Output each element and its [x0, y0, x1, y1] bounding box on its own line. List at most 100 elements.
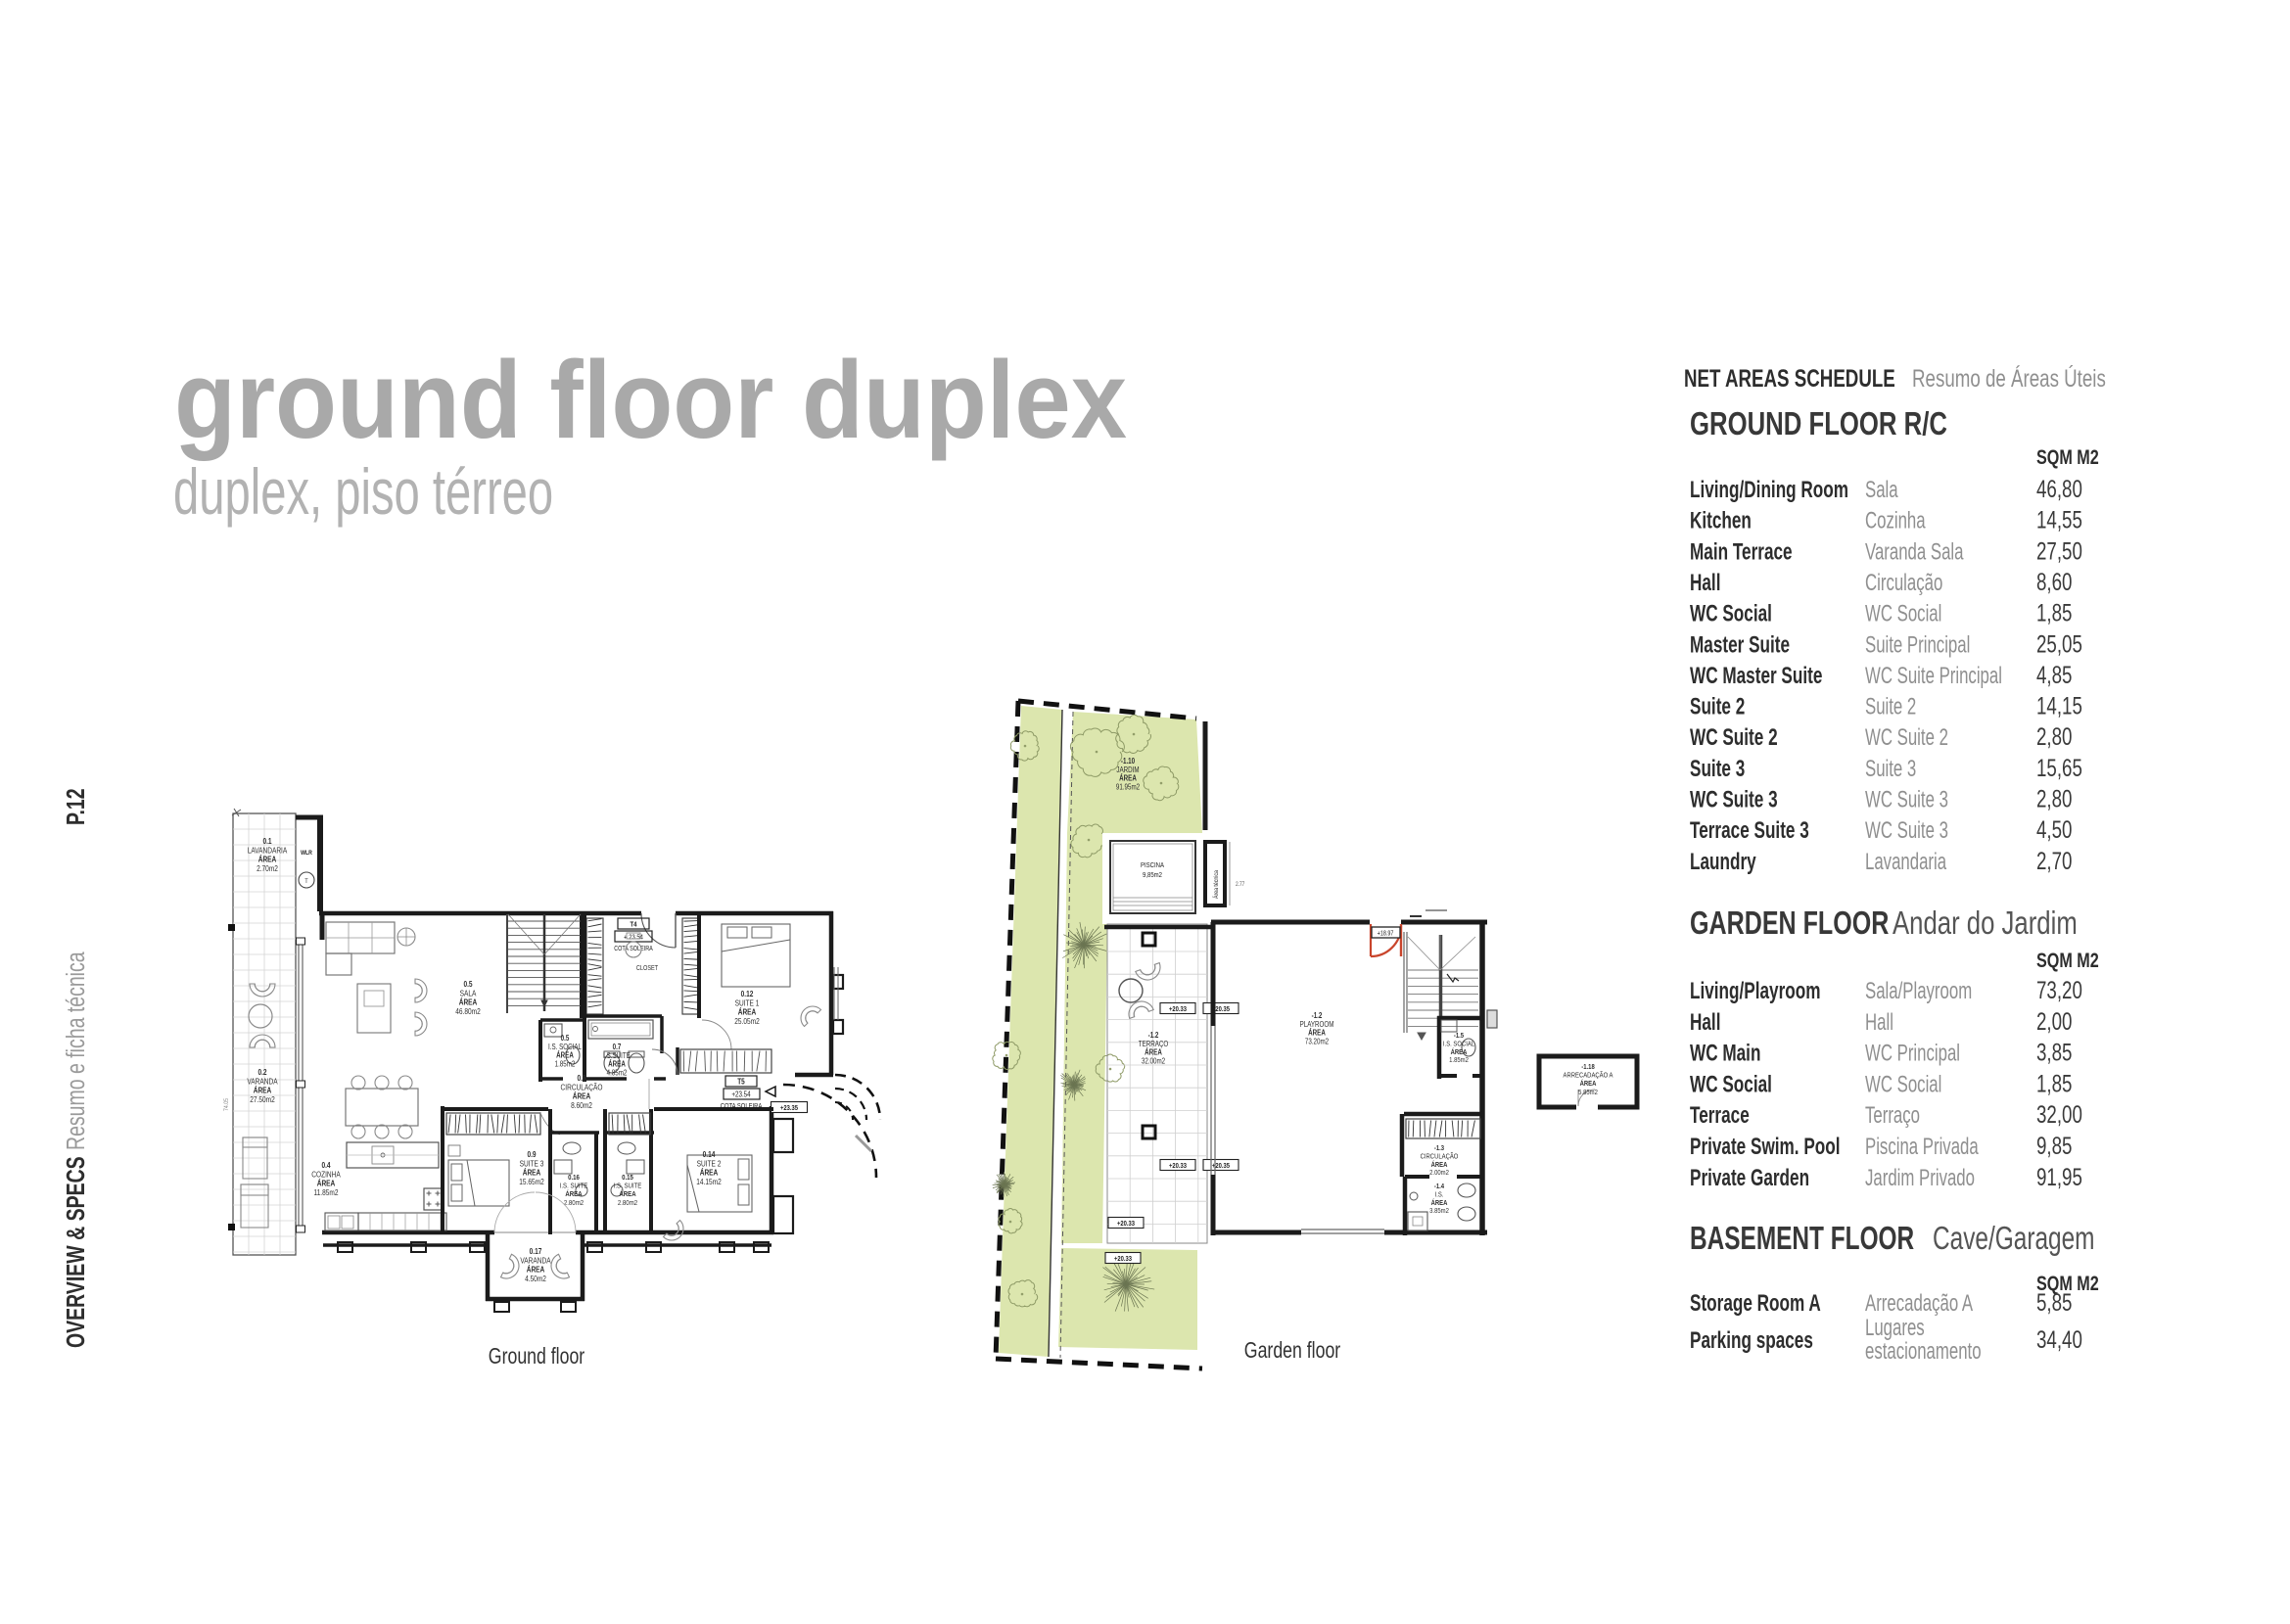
svg-text:Lugares: Lugares [1865, 1315, 1925, 1341]
svg-text:73.20m2: 73.20m2 [1305, 1039, 1329, 1046]
svg-text:BASEMENT FLOOR: BASEMENT FLOOR [1690, 1222, 1914, 1257]
svg-text:1.85m2: 1.85m2 [1449, 1057, 1469, 1065]
svg-text:Parking spaces: Parking spaces [1690, 1327, 1813, 1353]
svg-text:4,85: 4,85 [2036, 661, 2072, 688]
svg-text:PISCINA: PISCINA [1141, 861, 1164, 869]
svg-text:1,85: 1,85 [2036, 599, 2072, 626]
svg-text:14,55: 14,55 [2036, 506, 2082, 534]
svg-text:27.50m2: 27.50m2 [250, 1094, 274, 1104]
svg-text:2,00: 2,00 [2036, 1007, 2072, 1035]
svg-text:Living/Playroom: Living/Playroom [1690, 978, 1820, 1003]
svg-text:0.15: 0.15 [622, 1174, 633, 1182]
svg-text:0.5: 0.5 [561, 1035, 570, 1043]
svg-text:-1.10: -1.10 [1121, 758, 1135, 766]
svg-text:Hall: Hall [1690, 570, 1720, 595]
svg-text:PLAYROOM: PLAYROOM [1300, 1021, 1334, 1029]
svg-text:46.80m2: 46.80m2 [455, 1006, 480, 1016]
svg-text:GROUND FLOOR R/C: GROUND FLOOR R/C [1690, 406, 1947, 442]
svg-text:I.S.SUITE: I.S.SUITE [603, 1052, 631, 1060]
svg-text:I.S. SOCIAL: I.S. SOCIAL [548, 1044, 582, 1051]
svg-text:2,80: 2,80 [2036, 723, 2072, 751]
svg-text:CLOSET: CLOSET [636, 964, 658, 972]
svg-text:+20.33: +20.33 [1114, 1255, 1132, 1263]
svg-text:2.77: 2.77 [1236, 882, 1244, 889]
svg-text:WC Social: WC Social [1865, 1072, 1941, 1098]
svg-text:Suite 3: Suite 3 [1865, 756, 1916, 782]
svg-text:ARRECADAÇÃO A: ARRECADAÇÃO A [1564, 1070, 1613, 1080]
svg-text:-1.2: -1.2 [1312, 1012, 1323, 1020]
svg-text:COTA SOLEIRA: COTA SOLEIRA [614, 945, 653, 952]
svg-text:WC Social: WC Social [1690, 601, 1772, 626]
svg-text:9,85m2: 9,85m2 [1143, 871, 1162, 879]
svg-text:CIRCULAÇÃO: CIRCULAÇÃO [1421, 1151, 1459, 1161]
svg-text:JARDIM: JARDIM [1116, 766, 1139, 774]
svg-text:Varanda Sala: Varanda Sala [1865, 538, 1964, 565]
svg-text:4.85m2: 4.85m2 [607, 1070, 628, 1078]
svg-text:I.S.: I.S. [1435, 1191, 1444, 1199]
svg-text:WC Master Suite: WC Master Suite [1690, 663, 1822, 688]
svg-text:Storage Room A: Storage Room A [1690, 1290, 1821, 1316]
svg-text:+20.33: +20.33 [1169, 1005, 1187, 1013]
svg-text:WC Main: WC Main [1690, 1041, 1760, 1066]
svg-text:ÁREA: ÁREA [1451, 1046, 1468, 1056]
svg-text:32,00: 32,00 [2036, 1101, 2082, 1129]
svg-text:3,85: 3,85 [2036, 1039, 2072, 1066]
svg-text:32.00m2: 32.00m2 [1142, 1058, 1165, 1066]
svg-text:2,70: 2,70 [2036, 847, 2072, 874]
svg-text:2,80: 2,80 [2036, 785, 2072, 812]
svg-text:I.S. SUITE: I.S. SUITE [560, 1183, 588, 1190]
svg-text:I.S. SOCIAL: I.S. SOCIAL [1443, 1041, 1474, 1048]
svg-text:2.70m2: 2.70m2 [257, 863, 278, 873]
svg-text:Suite 2: Suite 2 [1865, 694, 1916, 720]
svg-text:ÁREA: ÁREA [565, 1188, 582, 1198]
svg-text:+20.33: +20.33 [1117, 1220, 1135, 1228]
svg-text:WC Suite 3: WC Suite 3 [1865, 817, 1948, 844]
svg-text:Arrecadação A: Arrecadação A [1865, 1290, 1973, 1317]
svg-text:25,05: 25,05 [2036, 630, 2082, 658]
svg-text:+23.54: +23.54 [731, 1090, 750, 1099]
svg-text:ÁREA: ÁREA [1580, 1078, 1597, 1088]
svg-text:ÁREA: ÁREA [1431, 1159, 1448, 1169]
svg-text:15,65: 15,65 [2036, 754, 2082, 781]
svg-text:Private Swim. Pool: Private Swim. Pool [1690, 1134, 1841, 1159]
svg-text:Living/Dining Room: Living/Dining Room [1690, 477, 1848, 502]
svg-text:Sala: Sala [1865, 477, 1898, 503]
svg-text:1,85: 1,85 [2036, 1070, 2072, 1097]
svg-text:14.15m2: 14.15m2 [696, 1177, 721, 1186]
svg-text:46,80: 46,80 [2036, 475, 2082, 502]
svg-text:-1.4: -1.4 [1434, 1183, 1444, 1190]
svg-text:1.85m2: 1.85m2 [555, 1061, 576, 1069]
svg-text:estacionamento: estacionamento [1865, 1338, 1982, 1365]
svg-text:25.05m2: 25.05m2 [734, 1016, 759, 1026]
svg-text:ground floor duplex: ground floor duplex [174, 339, 1127, 461]
svg-text:73,20: 73,20 [2036, 976, 2082, 1003]
svg-text:2.00m2: 2.00m2 [1429, 1170, 1449, 1178]
svg-text:11.85m2: 11.85m2 [314, 1187, 339, 1197]
svg-text:-1.18: -1.18 [1581, 1063, 1595, 1071]
svg-text:Private Garden: Private Garden [1690, 1165, 1809, 1190]
svg-text:WC Social: WC Social [1690, 1072, 1772, 1097]
svg-text:GARDEN FLOOR: GARDEN FLOOR [1690, 905, 1889, 942]
svg-text:Master Suite: Master Suite [1690, 632, 1790, 658]
svg-text:Suite 2: Suite 2 [1690, 694, 1745, 719]
svg-text:91,95: 91,95 [2036, 1163, 2082, 1190]
svg-text:Andar do Jardim: Andar do Jardim [1893, 905, 2078, 942]
svg-text:Sala/Playroom: Sala/Playroom [1865, 978, 1972, 1004]
svg-text:3.85m2: 3.85m2 [1429, 1208, 1449, 1216]
svg-text:Suite 3: Suite 3 [1690, 756, 1745, 781]
svg-text:+23.35: +23.35 [780, 1104, 798, 1112]
svg-text:74.05: 74.05 [224, 1097, 231, 1111]
svg-text:Cozinha: Cozinha [1865, 508, 1926, 534]
svg-text:SQM M2: SQM M2 [2036, 949, 2099, 972]
svg-text:8.60m2: 8.60m2 [571, 1100, 592, 1110]
svg-text:ÁREA: ÁREA [608, 1059, 626, 1069]
svg-text:-1.3: -1.3 [1434, 1144, 1444, 1152]
svg-text:WLR: WLR [301, 851, 312, 858]
svg-text:Garden floor: Garden floor [1244, 1338, 1341, 1364]
svg-text:ÁREA: ÁREA [1431, 1197, 1448, 1207]
svg-text:Resumo de Áreas Úteis: Resumo de Áreas Úteis [1912, 364, 2106, 392]
svg-text:Circulação: Circulação [1865, 570, 1942, 596]
svg-text:T5: T5 [737, 1077, 744, 1087]
svg-text:Terraço: Terraço [1865, 1102, 1920, 1129]
svg-text:0.16: 0.16 [568, 1174, 580, 1182]
